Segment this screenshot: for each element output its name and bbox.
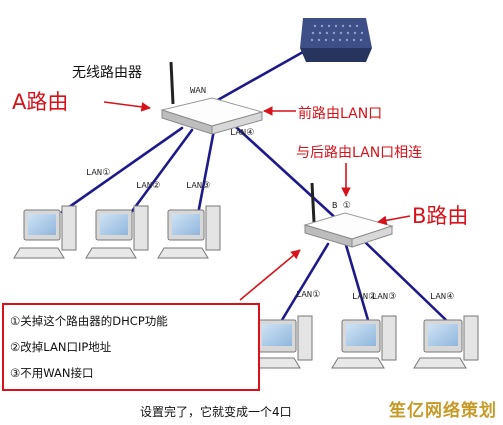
b-lan1-label: LAN① xyxy=(296,290,321,300)
cable-a-pc2 xyxy=(128,128,194,216)
pc-a3-icon xyxy=(157,205,221,259)
b-lan4-label: LAN④ xyxy=(430,292,455,302)
router-b-icon xyxy=(303,182,394,248)
a-lan2-label: LAN② xyxy=(136,181,161,191)
step-3: ③不用WAN接口 xyxy=(10,366,94,380)
b-lan2-label: LAN② xyxy=(352,292,377,302)
cable-a-b xyxy=(234,125,342,224)
cable-b-pc1 xyxy=(280,242,330,322)
a-lan4-label: LAN④ xyxy=(230,128,255,138)
pc-b2-icon xyxy=(331,315,397,369)
a-lan3-label: LAN③ xyxy=(186,181,211,191)
pc-b3-icon xyxy=(413,315,479,369)
step-1: ①关掉这个路由器的DHCP功能 xyxy=(10,314,168,328)
step-2: ②改掉LAN口IP地址 xyxy=(10,340,112,354)
arrow-steps xyxy=(239,249,301,301)
annotation-arrows xyxy=(103,101,411,301)
arrow-a-label xyxy=(103,101,151,112)
front-lan-label: 前路由LAN口 xyxy=(298,106,383,122)
arrow-b-label xyxy=(377,215,411,226)
cable-b-pc3 xyxy=(363,240,448,322)
router-a-icon xyxy=(160,61,264,135)
router-b-label: B路由 xyxy=(412,204,469,228)
wan-port-label: WAN xyxy=(190,86,207,96)
cable-b-pc2 xyxy=(344,243,370,322)
cable-a-pc3 xyxy=(196,128,216,216)
cables xyxy=(60,50,448,322)
a-lan1-label: LAN① xyxy=(86,168,111,178)
cable-a-pc1 xyxy=(60,126,184,214)
watermark: 笙亿网络策划 xyxy=(389,401,497,421)
steps-box: ①关掉这个路由器的DHCP功能 ②改掉LAN口IP地址 ③不用WAN接口 xyxy=(2,303,260,391)
pc-b1-icon xyxy=(247,315,313,369)
connect-back-label: 与后路由LAN口相连 xyxy=(296,145,423,161)
b-top-port-label: B ① xyxy=(332,201,351,211)
b-lan3-label: LAN③ xyxy=(372,292,397,302)
pc-a2-icon xyxy=(85,205,149,259)
pc-a1-icon xyxy=(13,205,77,259)
wireless-router-label: 无线路由器 xyxy=(72,65,142,81)
bottom-note: 设置完了，它就变成一个4口 xyxy=(140,405,292,419)
router-a-label: A路由 xyxy=(12,90,69,114)
modem-icon xyxy=(300,18,372,62)
